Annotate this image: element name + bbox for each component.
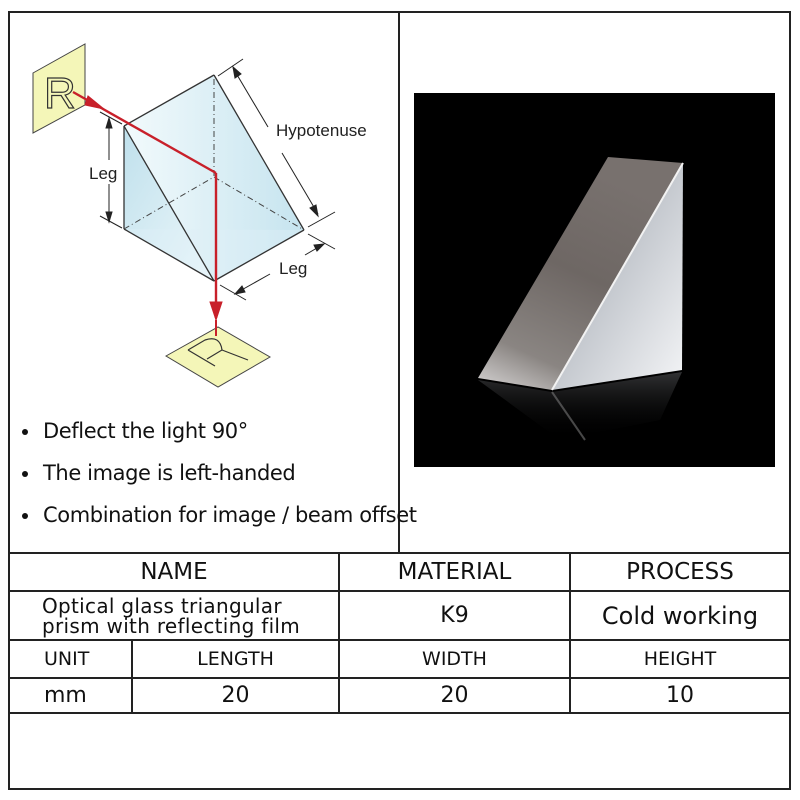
- header-width: WIDTH: [422, 648, 487, 670]
- leg-label-vertical: Leg: [89, 164, 117, 183]
- header-length: LENGTH: [197, 648, 274, 670]
- table-top-border: [8, 552, 791, 554]
- prism-diagram: R Leg: [10, 13, 398, 403]
- bullet-icon: [22, 513, 28, 519]
- bottom-r-card: [164, 320, 272, 388]
- table-col-divider: [338, 639, 340, 713]
- value-process: Cold working: [601, 601, 759, 630]
- table-row-divider: [8, 677, 791, 679]
- product-photo: [414, 93, 775, 467]
- value-unit: mm: [44, 683, 87, 708]
- header-name: NAME: [140, 559, 208, 585]
- leg-label-bottom: Leg: [279, 259, 307, 278]
- value-material: K9: [440, 603, 469, 628]
- value-width: 20: [440, 683, 469, 708]
- bullet-icon: [22, 471, 28, 477]
- table-row-divider: [8, 639, 791, 641]
- feature-item: Deflect the light 90°: [20, 413, 417, 455]
- table-col-divider: [569, 552, 571, 713]
- feature-list: Deflect the light 90° The image is left-…: [20, 413, 417, 539]
- table-col-divider: [338, 552, 340, 640]
- top-section-divider: [398, 11, 400, 553]
- header-process: PROCESS: [626, 559, 734, 585]
- header-material: MATERIAL: [397, 559, 512, 585]
- table-col-divider: [131, 639, 133, 713]
- header-unit: UNIT: [44, 648, 90, 670]
- feature-item: The image is left-handed: [20, 455, 417, 497]
- value-name: Optical glass triangular prism with refl…: [42, 593, 301, 638]
- value-height: 10: [666, 683, 694, 708]
- bullet-icon: [22, 429, 28, 435]
- table-row-divider: [8, 590, 791, 592]
- table-bottom-border: [8, 712, 791, 714]
- feature-item: Combination for image / beam offset: [20, 497, 417, 539]
- top-card-letter: R: [44, 69, 76, 118]
- header-height: HEIGHT: [643, 648, 717, 670]
- top-r-card: R: [32, 43, 86, 134]
- hypotenuse-label: Hypotenuse: [276, 121, 367, 140]
- value-length: 20: [221, 683, 250, 708]
